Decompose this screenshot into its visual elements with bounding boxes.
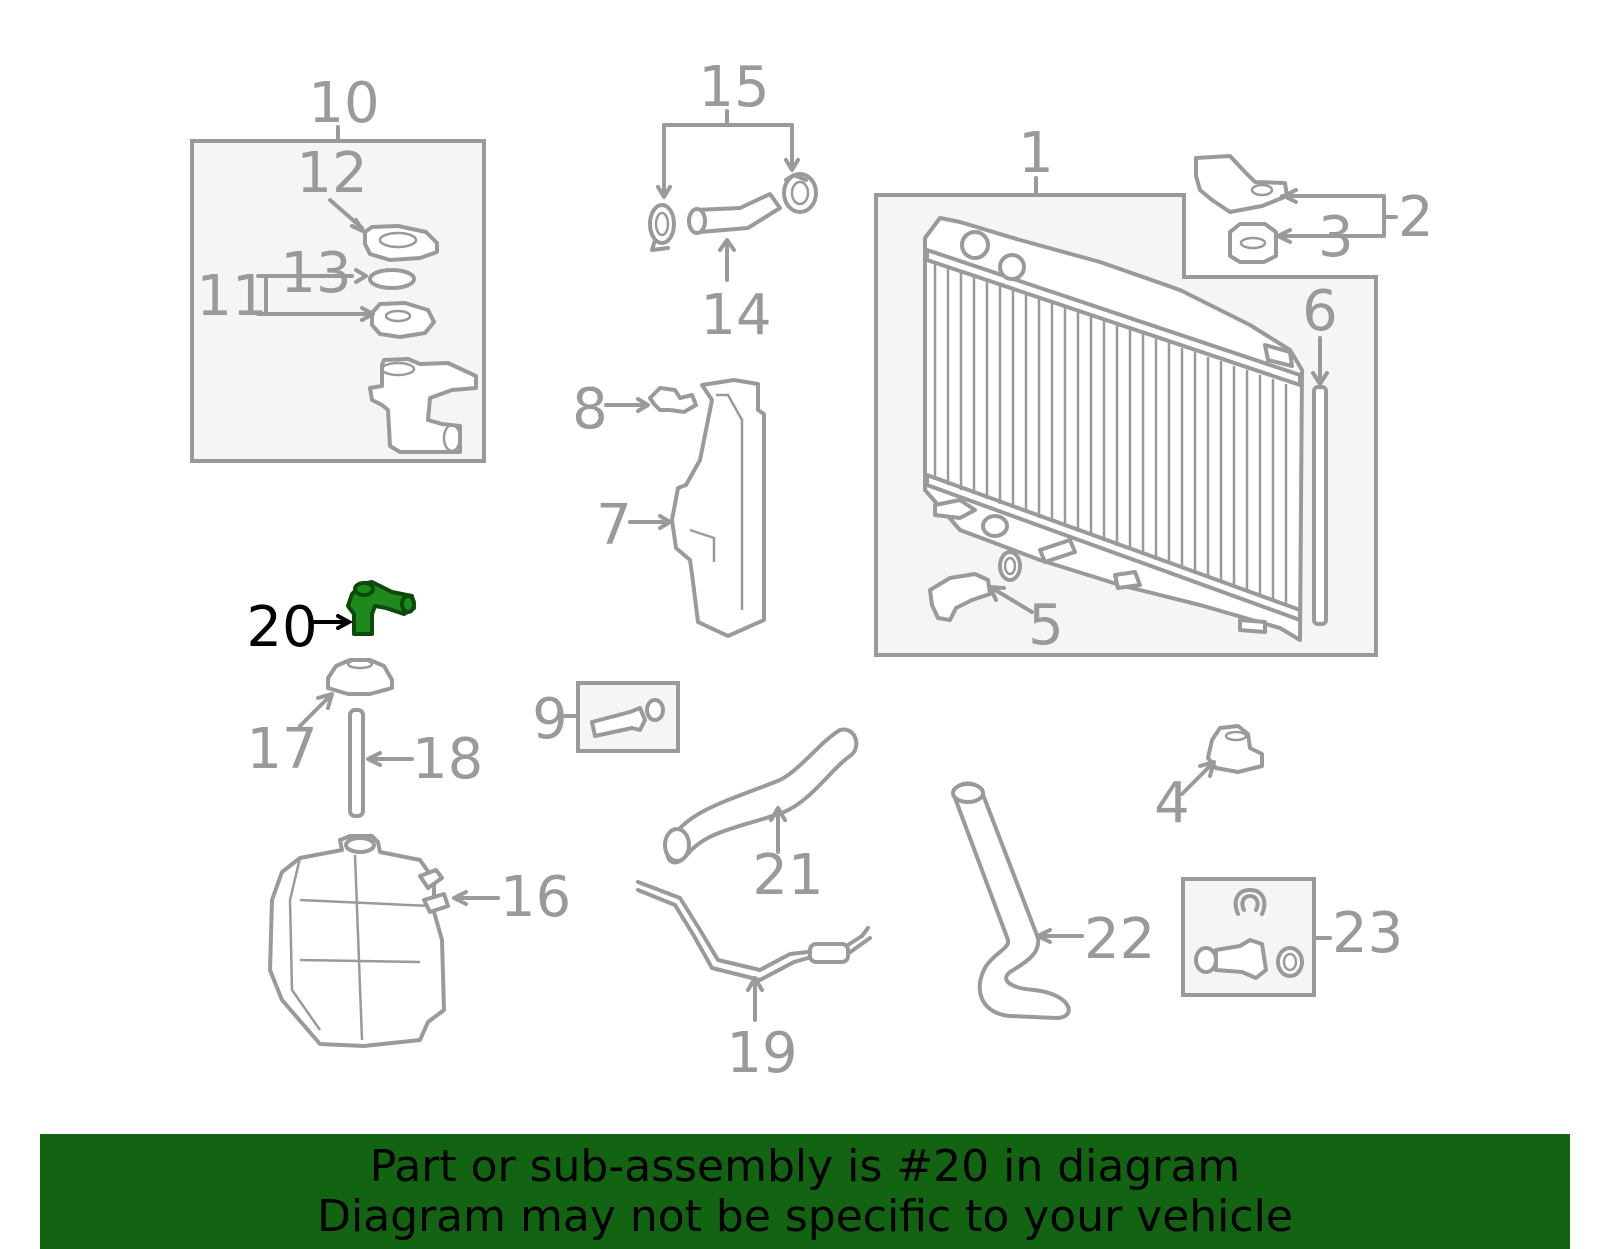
arrow-12 [350,218,365,233]
hose-22 [951,781,1071,1020]
info-banner: Part or sub-assembly is #20 in diagram D… [40,1134,1570,1249]
banner-line-disclaimer: Diagram may not be specific to your vehi… [317,1191,1293,1242]
callout-21: 21 [752,843,823,908]
fitting-kit-23 [1194,888,1304,980]
drain-cock-5 [928,550,1022,622]
callout-15: 15 [698,55,769,120]
callout-19: 19 [726,1021,797,1086]
callout-12: 12 [296,141,367,206]
pipe-19 [636,880,872,982]
cushion-3 [1228,222,1278,264]
lower-hose-21 [663,727,859,865]
group-box-10 [190,139,486,463]
hose-clamp-left [648,203,676,252]
clip-8 [648,386,698,414]
callout-18: 18 [412,727,483,792]
bracket-2 [1194,154,1289,214]
callout-22: 22 [1084,907,1155,972]
bolt-9 [590,698,665,738]
cap-11 [370,301,436,339]
callout-23: 23 [1332,901,1403,966]
callout-4: 4 [1154,771,1190,836]
callout-14: 14 [700,283,771,348]
reservoir-cap-17 [326,658,394,696]
air-guide-7 [670,378,766,638]
callout-1: 1 [1018,121,1054,186]
callout-10: 10 [308,71,379,136]
radiator-fins [933,263,1288,606]
callout-17: 17 [246,717,317,782]
part-20-highlighted [346,580,416,636]
callout-20: 20 [246,595,317,660]
filler-neck [368,357,478,454]
callout-2: 2 [1398,185,1434,250]
callout-6: 6 [1302,279,1338,344]
callout-11: 11 [196,264,267,329]
callout-16: 16 [500,865,571,930]
hose-clamp-right [782,172,818,214]
overflow-tube-18 [348,708,365,818]
radiator-cap-12 [363,224,439,262]
callout-8: 8 [572,377,608,442]
callout-3: 3 [1318,205,1354,270]
banner-line-part: Part or sub-assembly is #20 in diagram [369,1141,1241,1192]
seal-strip-6 [1312,385,1328,626]
arrow-20 [312,614,354,630]
grommet-4 [1206,724,1264,774]
upper-radiator-hose [687,192,782,235]
radiator [923,216,1304,642]
seal-13 [368,268,416,290]
callout-7: 7 [596,493,632,558]
callout-5: 5 [1028,593,1064,658]
callout-9: 9 [532,687,568,752]
callout-13: 13 [280,241,351,306]
reserve-tank-16 [268,834,450,1048]
